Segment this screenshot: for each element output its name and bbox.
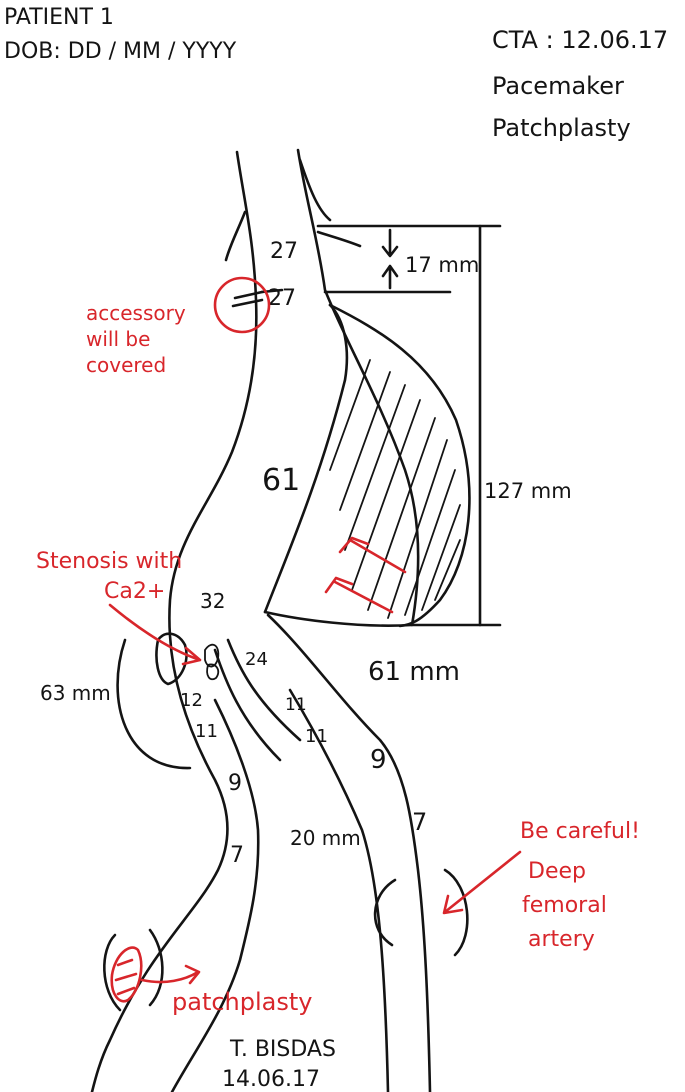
right-11a-diameter: 11 — [285, 695, 307, 715]
patch-shape — [110, 946, 143, 1003]
accessory-line2: will be — [86, 327, 150, 351]
left-femoral-bulge-outer — [148, 928, 164, 1007]
neck-length-label: 17 mm — [405, 253, 479, 277]
patient-label: PATIENT 1 — [4, 5, 114, 30]
right-femoral-bulge — [373, 878, 397, 947]
measurement-labels: 27 27 17 mm 127 mm 61 32 63 mm 61 mm 12 … — [40, 239, 572, 868]
aorta-right-wall — [263, 148, 420, 627]
left-11-diameter: 11 — [195, 721, 218, 742]
left-iliac-inner — [170, 698, 260, 1092]
aorta-top-right — [298, 158, 332, 222]
signature-name: T. BISDAS — [229, 1037, 336, 1062]
right-7-diameter: 7 — [412, 808, 427, 836]
right-11b-diameter: 11 — [305, 726, 328, 747]
calcification — [155, 632, 302, 762]
careful-arrow — [442, 850, 522, 915]
patchplasty-note: Patchplasty — [492, 114, 631, 142]
sac-length-label: 127 mm — [484, 479, 572, 503]
careful-line4: artery — [528, 927, 595, 952]
patchplasty-label: patchplasty — [172, 988, 312, 1016]
accessory-line3: covered — [86, 353, 166, 377]
aneurysm-hatching — [329, 359, 461, 619]
sac-arrow-1 — [338, 536, 407, 574]
aorta-outline — [90, 148, 471, 1092]
left-7-diameter: 7 — [230, 843, 244, 868]
signature-date: 14.06.17 — [222, 1067, 320, 1092]
dob-label: DOB: DD / MM / YYYY — [4, 39, 237, 64]
header: PATIENT 1 DOB: DD / MM / YYYY CTA : 12.0… — [4, 5, 668, 142]
right-common-diameter: 24 — [245, 649, 268, 670]
right-9-diameter: 9 — [370, 745, 387, 775]
aorta-branch-right — [316, 230, 362, 248]
careful-line3: femoral — [522, 893, 607, 918]
pacemaker-note: Pacemaker — [492, 72, 624, 100]
accessory-line1: accessory — [86, 301, 186, 325]
aorta-left-wall — [90, 150, 258, 1092]
left-common-diameter: 12 — [180, 690, 203, 711]
neck-arrow — [381, 228, 399, 258]
patch-arrow — [140, 964, 201, 985]
accessory-marks — [231, 290, 264, 308]
signature: T. BISDAS 14.06.17 — [222, 1037, 336, 1092]
cta-date: CTA : 12.06.17 — [492, 26, 668, 54]
neck-diameter-upper: 27 — [270, 239, 298, 264]
aneurysm-diameter: 61 — [262, 463, 300, 498]
stenosis-arrow — [108, 603, 202, 666]
accessory-circle — [213, 276, 271, 334]
measurement-lines — [116, 224, 502, 770]
distal-diameter: 32 — [200, 589, 225, 613]
stenosis-line2: Ca2+ — [104, 579, 165, 604]
stenosis-line1: Stenosis with — [36, 549, 182, 574]
left-iliac-bracket — [116, 638, 192, 770]
careful-line1: Be careful! — [520, 819, 640, 844]
careful-line2: Deep — [528, 859, 586, 884]
left-femoral-bulge — [103, 933, 122, 1012]
right-iliac-inner — [288, 688, 390, 1092]
right-femoral-bulge-outer — [443, 868, 469, 957]
aneurysm-inner-wall — [263, 303, 349, 614]
red-annotations: accessory will be covered Stenosis with … — [36, 276, 640, 1016]
sac-arrow-2 — [324, 576, 394, 614]
landing-length: 20 mm — [290, 826, 361, 850]
femoral-structures — [103, 868, 469, 1012]
right-iliac-outer — [266, 613, 432, 1092]
left-9-diameter: 9 — [228, 771, 242, 796]
patch-hatch — [114, 958, 138, 996]
aneurysm-sac — [328, 303, 471, 628]
left-iliac-length: 63 mm — [40, 681, 111, 705]
neck-arrow-up — [381, 264, 399, 290]
aorta-branch-left — [224, 210, 247, 262]
neck-diameter-lower: 27 — [268, 286, 296, 311]
right-iliac-length: 61 mm — [368, 657, 460, 687]
